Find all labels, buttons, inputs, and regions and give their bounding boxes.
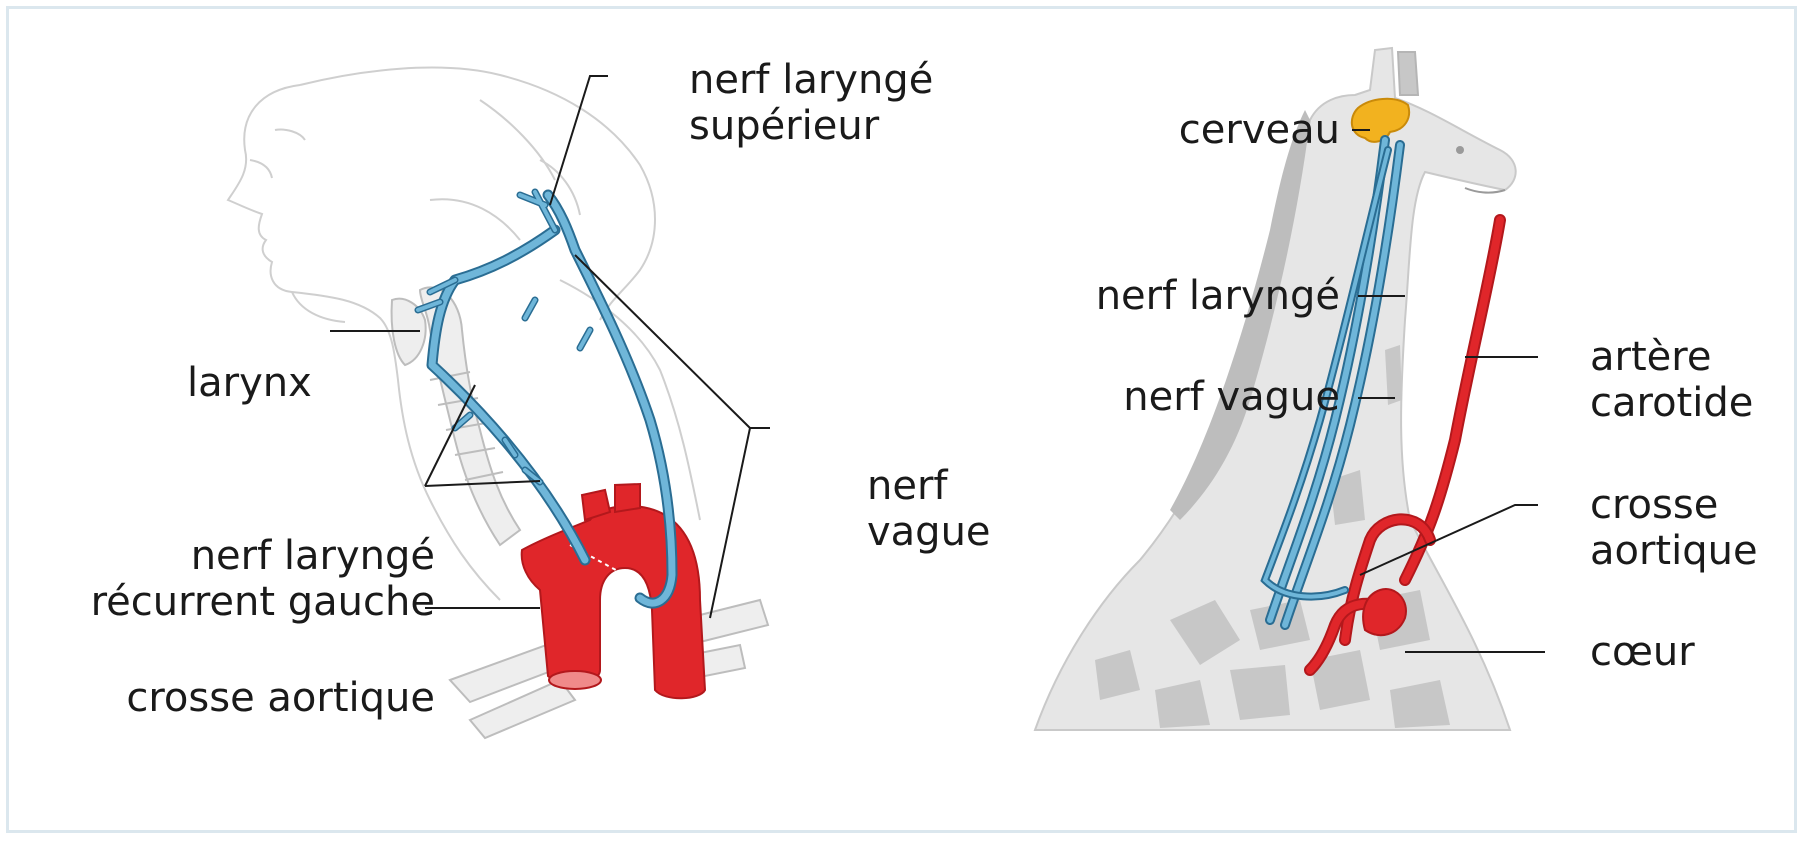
label-nerf-larynge-superieur-line1: nerf laryngé: [689, 57, 933, 103]
label-coeur: cœur: [1590, 629, 1695, 675]
label-artere-carotide-line2: carotide: [1590, 380, 1753, 426]
label-nerf-vague-line2: vague: [867, 509, 991, 555]
label-nerf-vague-line1: nerf: [867, 463, 991, 509]
label-crosse-aortique-giraffe: crosse aortique: [1590, 482, 1758, 574]
label-crosse-aortique-line2: aortique: [1590, 528, 1758, 574]
label-nerf-larynge-superieur-line2: supérieur: [689, 103, 933, 149]
label-nerf-larynge-superieur: nerf laryngé supérieur: [689, 57, 933, 149]
label-nerf-larynge-giraffe: nerf laryngé: [1040, 273, 1340, 319]
label-nerf-larynge-recurrent-gauche: nerf laryngé récurrent gauche: [40, 533, 435, 625]
label-nerf-vague-giraffe: nerf vague: [1040, 374, 1340, 420]
label-nerf-vague-human: nerf vague: [867, 463, 991, 555]
label-artere-carotide: artère carotide: [1590, 334, 1753, 426]
label-nerf-larynge-recurrent-line2: récurrent gauche: [40, 579, 435, 625]
label-nerf-larynge-recurrent-line1: nerf laryngé: [40, 533, 435, 579]
human-aortic-arch: [522, 484, 705, 698]
label-larynx: larynx: [187, 360, 312, 406]
label-crosse-aortique-human: crosse aortique: [40, 675, 435, 721]
label-crosse-aortique-line1: crosse: [1590, 482, 1758, 528]
label-artere-carotide-line1: artère: [1590, 334, 1753, 380]
label-cerveau: cerveau: [1080, 107, 1340, 153]
